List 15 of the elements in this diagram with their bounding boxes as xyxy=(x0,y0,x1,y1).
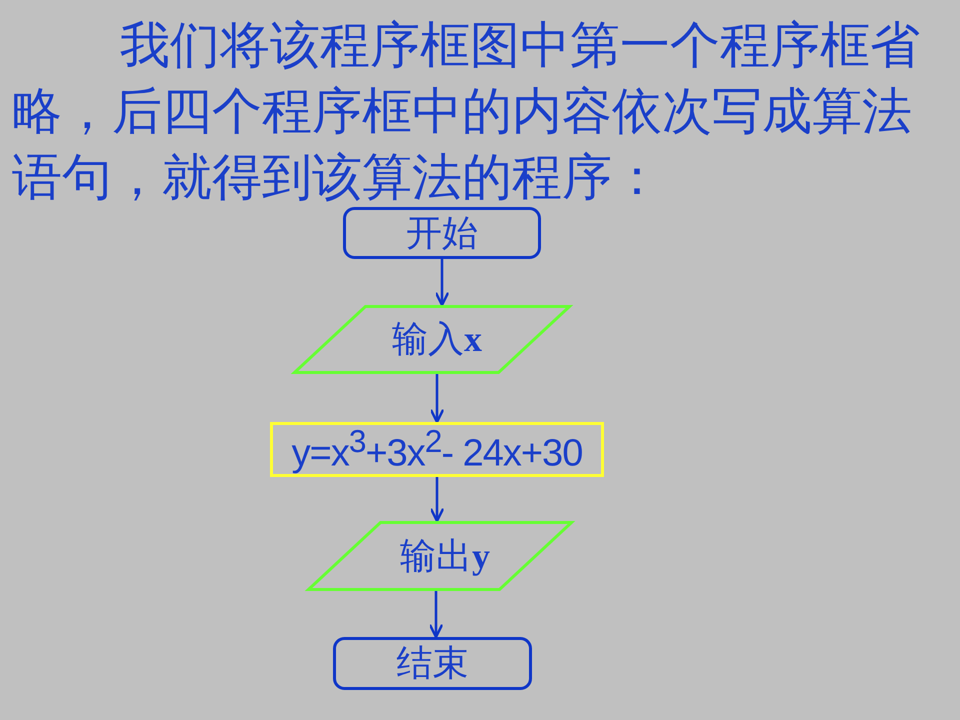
arrow xyxy=(430,477,444,522)
title-text: 我们将该程序框图中第一个程序框省略，后四个程序框中的内容依次写成算法语句，就得到该算法的程序： xyxy=(12,15,921,208)
node-label: 开始 xyxy=(406,212,478,256)
input-output-parallelogram xyxy=(293,305,571,374)
terminal-box xyxy=(333,637,532,690)
node-label: 输入x xyxy=(392,318,482,362)
process-box xyxy=(270,422,604,477)
terminal-box xyxy=(343,207,541,259)
node-label: y=x$^{3}$+3x$^{2}$- 24x+30 xyxy=(292,423,582,476)
node-label: 结束 xyxy=(396,642,468,686)
arrow xyxy=(434,259,450,306)
arrow xyxy=(430,374,444,424)
node-label: 输出y xyxy=(400,534,490,578)
arrow xyxy=(428,591,444,638)
input-output-parallelogram xyxy=(307,521,573,591)
